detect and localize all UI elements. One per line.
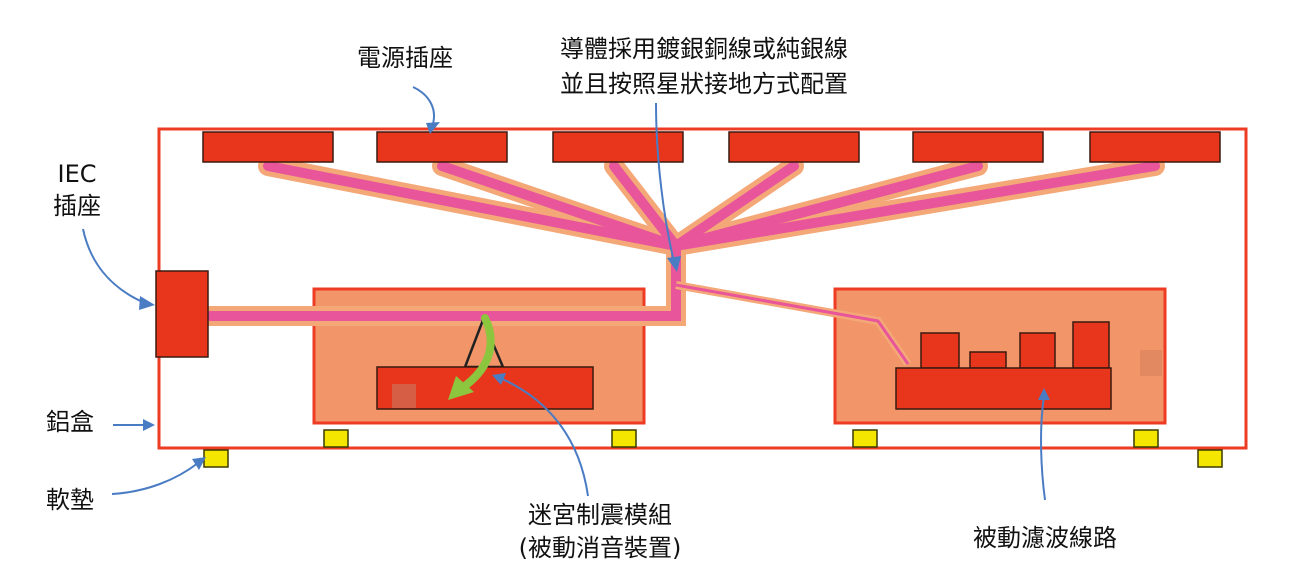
maze-block-shadow (392, 384, 416, 408)
arrowhead-soft-pad (192, 457, 206, 470)
power-sockets (202, 131, 1221, 163)
arrowhead-conductor (667, 256, 681, 272)
label-passive-filter: 被動濾波線路 (973, 524, 1117, 552)
filter-component-3 (1019, 332, 1056, 369)
filter-shadow (1140, 350, 1162, 376)
soft-pad-6 (1197, 449, 1223, 468)
arrowhead-maze (492, 373, 506, 385)
label-maze-line2: (被動消音裝置) (518, 534, 682, 562)
arrowhead-aluminum-box (143, 419, 155, 431)
label-iec-line1: IEC (57, 160, 97, 188)
label-soft-pad: 軟墊 (46, 486, 94, 514)
arrow-iec (82, 228, 146, 304)
label-conductor-line1: 導體採用鍍銀銅線或純銀線 (560, 35, 848, 63)
arrow-maze (499, 377, 589, 497)
power-socket-1 (202, 131, 334, 163)
filter-component-4 (1072, 321, 1110, 369)
label-iec-line2: 插座 (53, 192, 101, 220)
arrow-filter (1040, 395, 1046, 501)
filter-base (895, 367, 1112, 410)
soft-pad-3 (611, 429, 637, 448)
filter-wire (675, 283, 910, 365)
vibration-arrow-icon (458, 314, 495, 392)
label-conductor-line2: 並且按照星狀接地方式配置 (560, 70, 848, 98)
arrowhead-power-socket (426, 122, 440, 134)
annotation-arrowheads (139, 122, 1050, 470)
arrowhead-filter (1038, 388, 1050, 400)
power-socket-3 (552, 131, 684, 163)
soft-pads (203, 429, 1223, 468)
arrowhead-iec (139, 296, 155, 310)
power-socket-5 (912, 131, 1044, 163)
filter-component-1 (920, 332, 960, 369)
arrow-power-socket (412, 86, 435, 128)
arrow-soft-pad (111, 462, 199, 495)
arrow-conductor (655, 102, 675, 263)
iec-socket (155, 270, 209, 358)
soft-pad-5 (1133, 429, 1159, 448)
power-socket-2 (376, 131, 508, 163)
vibration-arrowhead-icon (448, 376, 474, 400)
label-aluminum-box: 鋁盒 (46, 408, 94, 436)
power-socket-6 (1089, 131, 1221, 163)
filter-components (895, 321, 1112, 410)
soft-pad-1 (203, 449, 229, 468)
soft-pad-4 (852, 429, 878, 448)
label-power-sockets: 電源插座 (357, 44, 453, 72)
label-maze-line1: 迷宮制震模組 (528, 501, 672, 529)
filter-component-2 (969, 351, 1007, 369)
power-socket-4 (728, 131, 860, 163)
soft-pad-2 (323, 429, 349, 448)
